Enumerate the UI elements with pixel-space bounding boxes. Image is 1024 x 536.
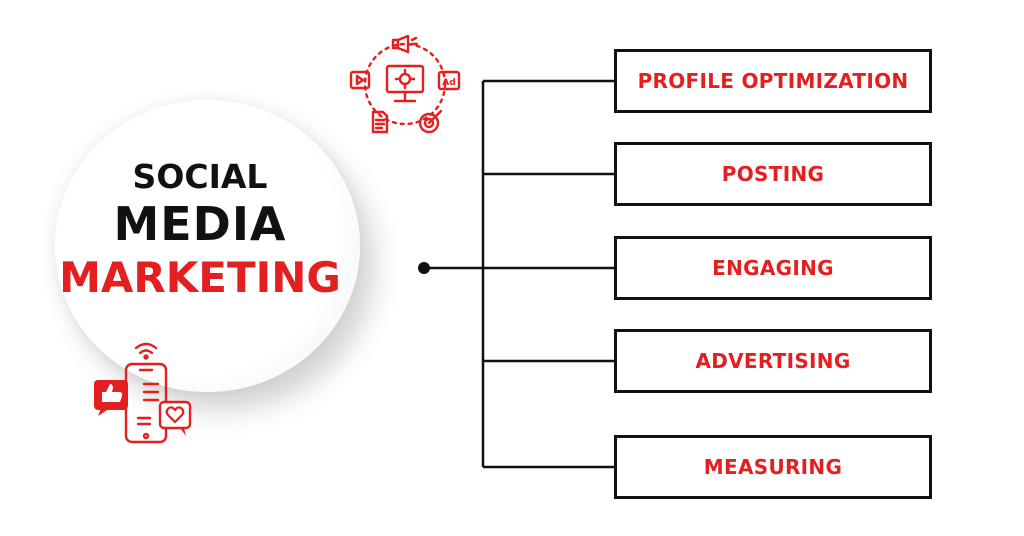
item-label: PROFILE OPTIMIZATION xyxy=(637,69,909,93)
social-phone-icon xyxy=(88,336,198,452)
item-box-measuring: MEASURING xyxy=(614,435,932,499)
title-marketing: MARKETING xyxy=(59,253,341,302)
item-label: POSTING xyxy=(721,162,825,186)
digital-marketing-icon: Ad xyxy=(345,28,465,144)
item-box-advertising: ADVERTISING xyxy=(614,329,932,393)
item-box-profile-optimization: PROFILE OPTIMIZATION xyxy=(614,49,932,113)
item-label: ADVERTISING xyxy=(695,349,851,373)
title-social: SOCIAL xyxy=(132,157,268,196)
item-label: MEASURING xyxy=(703,455,843,479)
item-box-posting: POSTING xyxy=(614,142,932,206)
item-label: ENGAGING xyxy=(712,256,834,280)
ad-badge-text: Ad xyxy=(442,78,455,88)
item-box-engaging: ENGAGING xyxy=(614,236,932,300)
title-media: MEDIA xyxy=(113,197,287,251)
hub-circle xyxy=(55,100,360,392)
